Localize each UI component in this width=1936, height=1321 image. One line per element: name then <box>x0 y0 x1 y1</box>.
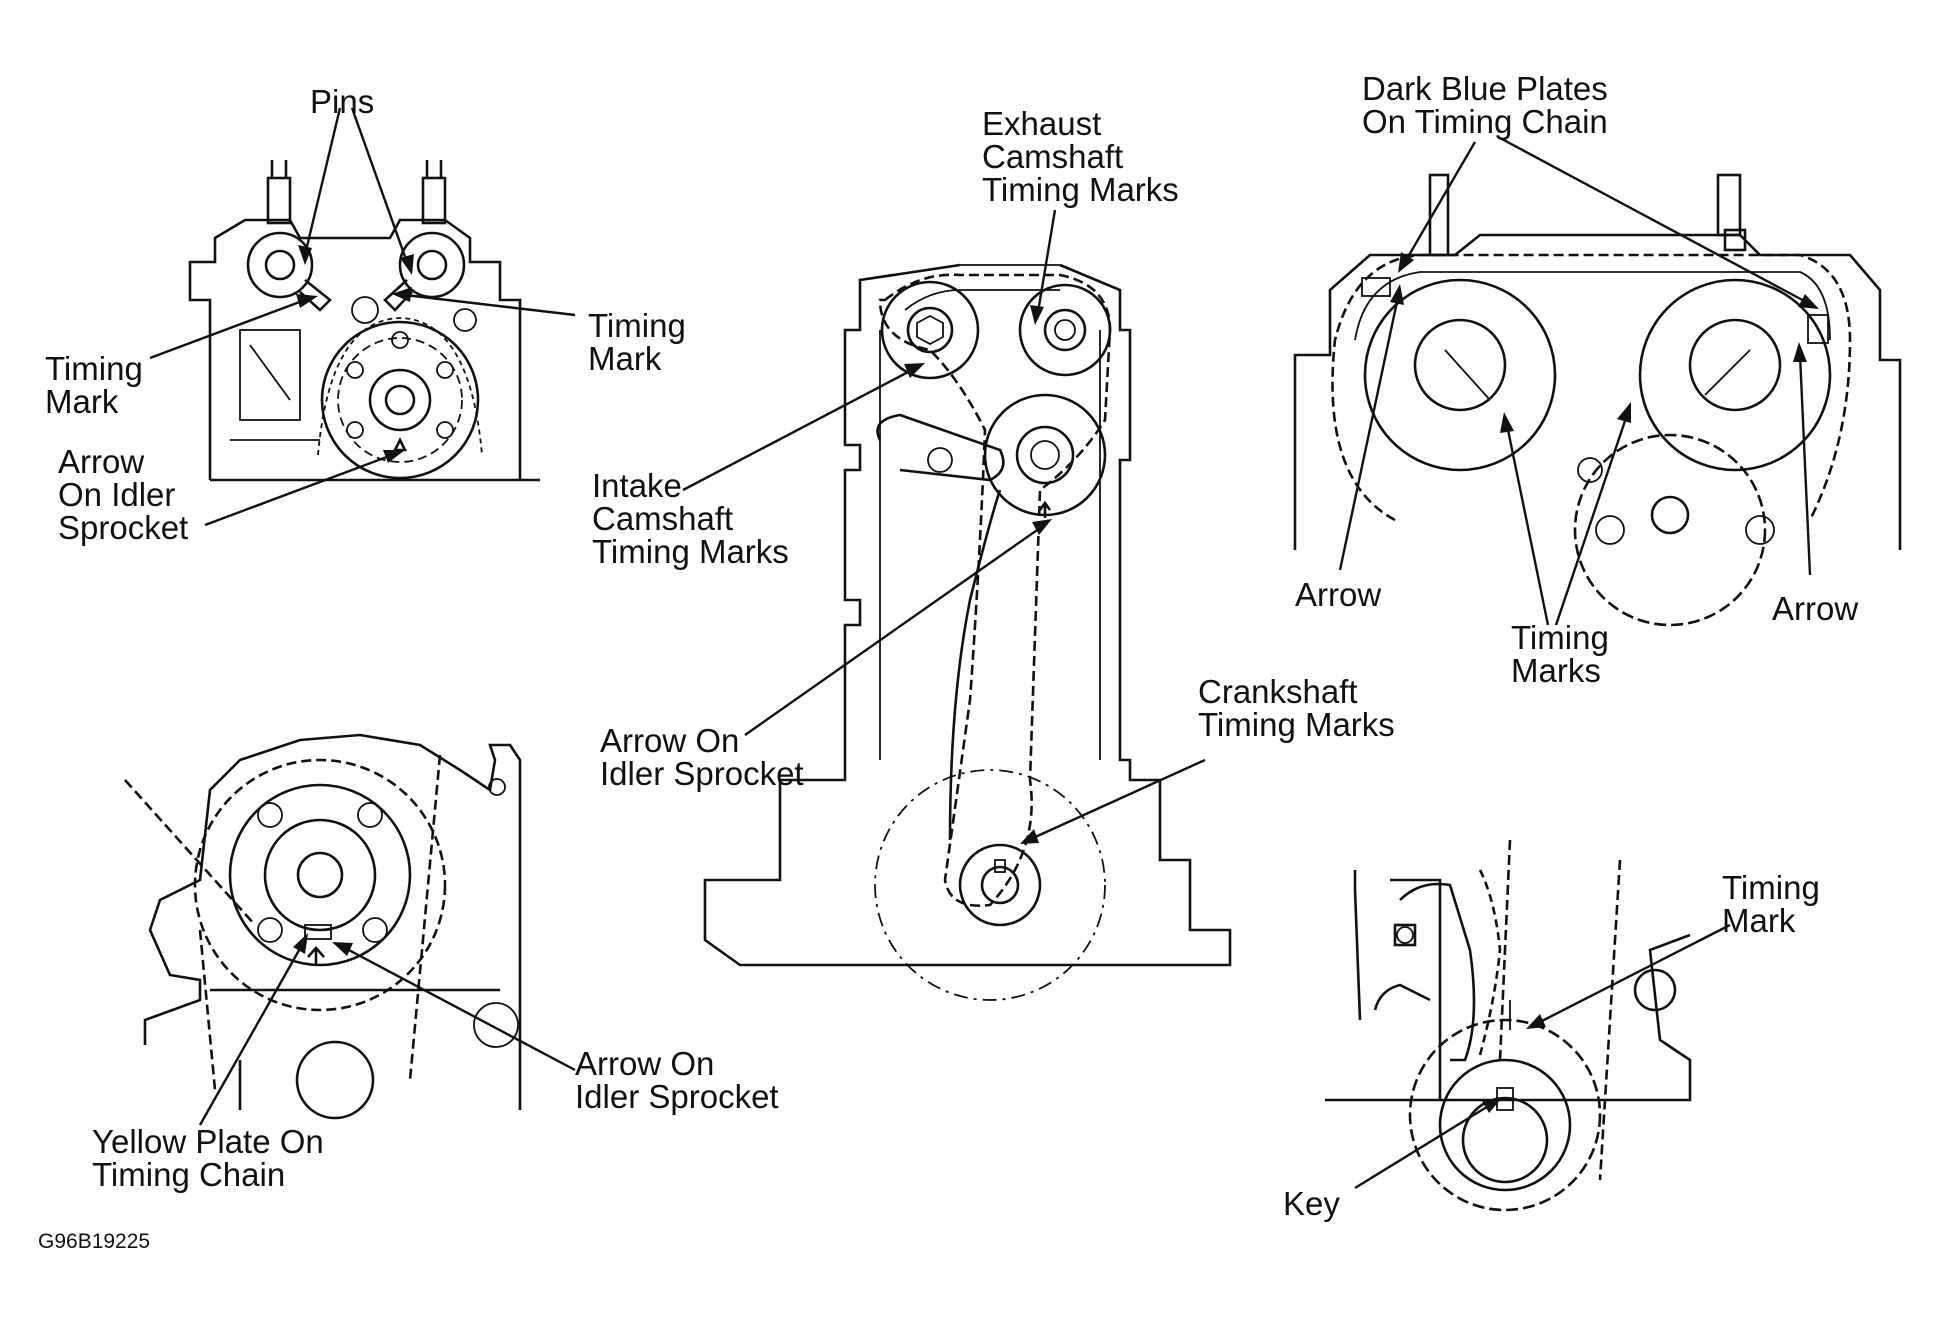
label-top-left-timing-mark-right-line2: Mark <box>588 340 662 377</box>
label-top-left-timing-mark-left-line2: Mark <box>45 383 119 420</box>
bottom-right-chain <box>1498 839 1622 1181</box>
center-view <box>682 209 1232 1001</box>
top-left-leaders <box>149 107 576 527</box>
bottom-right-view <box>1325 839 1731 1212</box>
label-top-right-timing-marks-line2: Marks <box>1511 652 1601 689</box>
center-crank-sprocket <box>958 843 1042 927</box>
label-dark-blue-line1: Dark Blue Plates <box>1362 70 1608 107</box>
top-right-exhaust-sprocket <box>1638 278 1832 472</box>
top-right-view <box>1293 136 1902 627</box>
center-intake-sprocket <box>880 280 980 380</box>
label-center-arrow-idler-line2: Idler Sprocket <box>600 755 804 792</box>
label-top-left-arrow-idler-line3: Sprocket <box>58 509 188 546</box>
label-bottom-left-arrow-idler-line1: Arrow On <box>575 1045 714 1082</box>
label-exhaust-line3: Timing Marks <box>982 171 1179 208</box>
label-pins: Pins <box>310 83 374 120</box>
top-right-engine-outline <box>1293 173 1902 550</box>
label-crankshaft-line2: Timing Marks <box>1198 706 1395 743</box>
top-left-view <box>149 107 576 527</box>
label-yellow-plate-line2: Timing Chain <box>92 1156 285 1193</box>
center-tensioner <box>876 413 1005 841</box>
top-left-engine-outline <box>188 160 540 482</box>
top-right-idler <box>1573 433 1775 627</box>
label-top-right-arrow-left: Arrow <box>1295 576 1381 613</box>
label-center-arrow-idler-line1: Arrow On <box>600 722 739 759</box>
center-exhaust-sprocket <box>1018 283 1112 377</box>
center-engine-block <box>703 263 1232 967</box>
top-right-leaders <box>1338 136 1819 626</box>
bottom-right-tensioner <box>1399 869 1502 1062</box>
label-bottom-right-timing-mark-line1: Timing <box>1722 869 1820 906</box>
bottom-left-idler-sprocket <box>193 758 447 1012</box>
labels: Pins Timing Mark Timing Mark Arrow On Id… <box>38 70 1858 1253</box>
label-bottom-right-timing-mark-line2: Mark <box>1722 902 1796 939</box>
label-key: Key <box>1283 1185 1340 1222</box>
center-leaders <box>682 209 1206 844</box>
figure-code: G96B19225 <box>38 1230 150 1253</box>
label-yellow-plate-line1: Yellow Plate On <box>92 1123 324 1160</box>
label-exhaust-line2: Camshaft <box>982 138 1123 175</box>
label-top-left-timing-mark-left-line1: Timing <box>45 350 143 387</box>
label-top-right-arrow-right: Arrow <box>1772 590 1858 627</box>
top-right-intake-sprocket <box>1363 278 1557 472</box>
top-left-idler-sprocket <box>317 296 483 480</box>
center-chain <box>878 273 1112 907</box>
center-idler-sprocket <box>983 393 1107 518</box>
center-crank-outline <box>874 769 1106 1001</box>
label-exhaust-line1: Exhaust <box>982 105 1101 142</box>
label-top-left-timing-mark-right-line1: Timing <box>588 307 686 344</box>
bottom-left-chain <box>124 754 442 1091</box>
label-intake-line1: Intake <box>592 467 682 504</box>
top-right-plates <box>1361 277 1829 344</box>
bottom-right-crank-sprocket <box>1408 1000 1602 1212</box>
label-top-right-timing-marks-line1: Timing <box>1511 619 1609 656</box>
bottom-right-engine-outline <box>1325 870 1692 1102</box>
bottom-left-engine-outline <box>143 733 522 1120</box>
top-right-chain <box>1331 253 1852 522</box>
label-crankshaft-line1: Crankshaft <box>1198 673 1358 710</box>
label-top-left-arrow-idler-line2: On Idler <box>58 476 175 513</box>
label-dark-blue-line2: On Timing Chain <box>1362 103 1608 140</box>
bottom-left-leaders <box>198 933 576 1126</box>
label-intake-line3: Timing Marks <box>592 533 789 570</box>
label-top-left-arrow-idler-line1: Arrow <box>58 443 144 480</box>
bottom-left-view <box>124 733 576 1126</box>
bottom-right-leaders <box>1354 923 1731 1190</box>
label-intake-line2: Camshaft <box>592 500 733 537</box>
label-bottom-left-arrow-idler-line2: Idler Sprocket <box>575 1078 779 1115</box>
